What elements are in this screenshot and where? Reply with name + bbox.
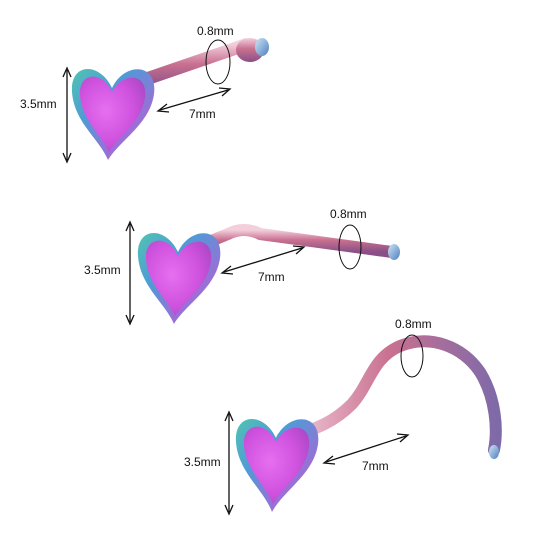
- gauge-dimension: 0.8mm: [330, 207, 367, 270]
- length-dimension: 7mm: [220, 245, 306, 284]
- height-label: 3.5mm: [20, 97, 57, 111]
- length-dimension: 7mm: [322, 433, 410, 473]
- heart-head-icon: [71, 68, 155, 160]
- l-shape-post: [181, 224, 393, 258]
- nose-stud-screw: 3.5mm 7mm 0.8mm: [184, 317, 502, 516]
- length-label: 7mm: [189, 107, 216, 121]
- height-dimension: 3.5mm: [84, 220, 135, 326]
- heart-head-icon: [235, 418, 319, 512]
- ball-end-icon: [236, 38, 269, 62]
- screw-post: [276, 335, 502, 456]
- gauge-dimension: 0.8mm: [395, 317, 432, 378]
- heart-head-icon: [137, 232, 221, 324]
- height-dimension: 3.5mm: [20, 66, 72, 164]
- height-label: 3.5mm: [84, 263, 121, 277]
- post-tip-icon: [388, 244, 400, 260]
- height-dimension: 3.5mm: [184, 410, 234, 516]
- length-dimension: 7mm: [156, 87, 232, 121]
- gauge-label: 0.8mm: [330, 207, 367, 221]
- gauge-dimension: 0.8mm: [197, 24, 234, 85]
- height-label: 3.5mm: [184, 455, 221, 469]
- length-label: 7mm: [258, 270, 285, 284]
- post-tip-icon: [489, 445, 499, 459]
- gauge-label: 0.8mm: [197, 24, 234, 38]
- nose-stud-l-shape: 3.5mm 7mm 0.8mm: [84, 207, 400, 326]
- nose-stud-straight: 3.5mm 7mm 0.8mm: [20, 24, 269, 164]
- length-label: 7mm: [362, 459, 389, 473]
- gauge-label: 0.8mm: [395, 317, 432, 331]
